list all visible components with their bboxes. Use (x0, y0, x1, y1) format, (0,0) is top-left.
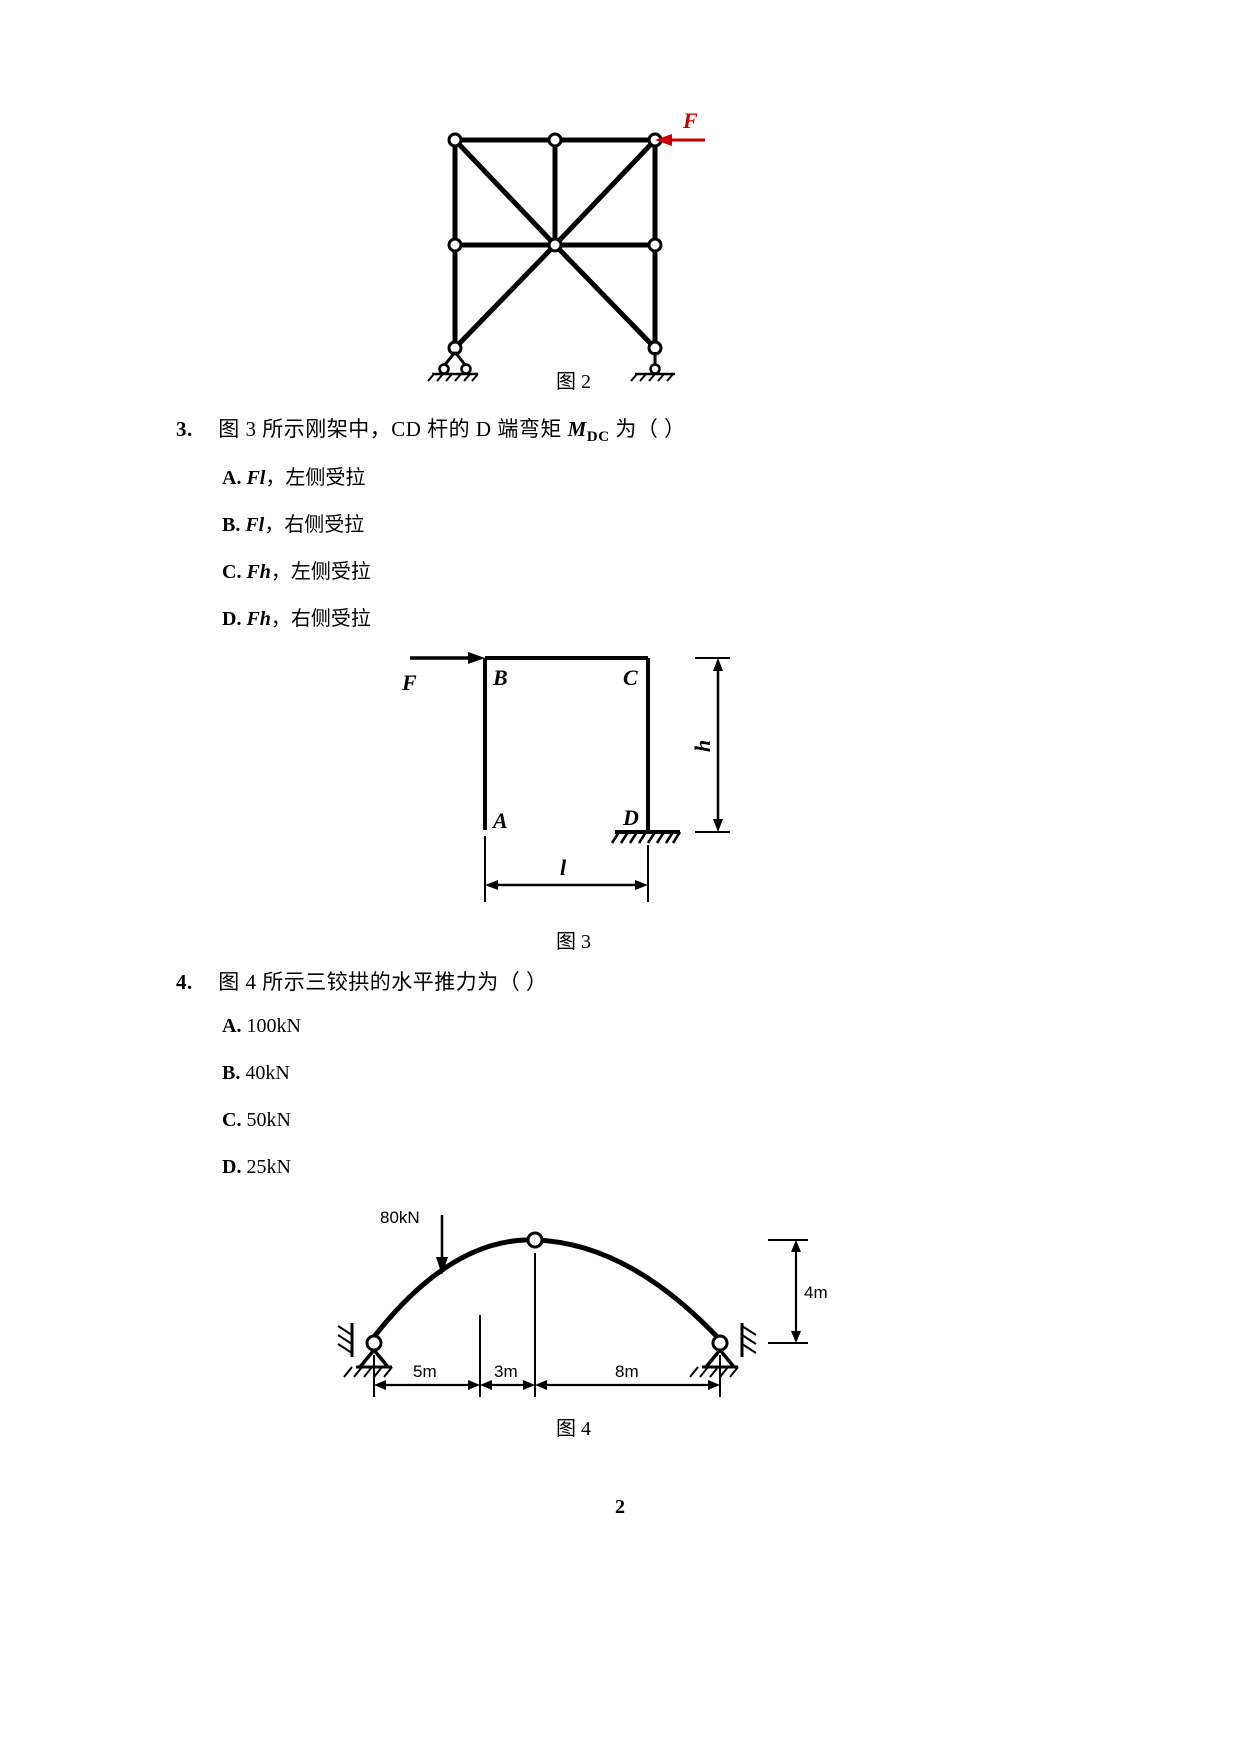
figure4-span-label-3: 8m (615, 1362, 639, 1381)
option-a-label: A. (222, 467, 242, 489)
figure3-force-arrow (410, 652, 485, 664)
option-b-formula: Fl (245, 514, 265, 536)
question-4-option-a[interactable]: A. 100kN (222, 1015, 301, 1038)
q4-option-a-label: A. (222, 1015, 242, 1037)
left-pin-support (337, 1323, 393, 1378)
question-3-text-part1: 图 3 所示刚架中，CD 杆的 D 端弯矩 (218, 417, 568, 441)
figure3-label-F: F (401, 670, 417, 695)
figure-3-caption: 图 3 (556, 931, 591, 953)
question-4-line: 4. 图 4 所示三铰拱的水平推力为（ ） (176, 966, 548, 996)
fixed-support-D (610, 830, 682, 844)
right-pin-support (689, 1323, 757, 1378)
question-3-text-part2: 为（ ） (609, 417, 686, 441)
question-4-option-d[interactable]: D. 25kN (222, 1156, 291, 1179)
ground-hatch-right (630, 373, 674, 382)
left-roller-support (427, 351, 479, 382)
dimension-h (695, 657, 730, 833)
figure4-rise-label: 4m (804, 1283, 828, 1302)
option-c-label: C. (222, 561, 242, 583)
arch-curve (368, 1237, 724, 1344)
question-3-line: 3. 图 3 所示刚架中，CD 杆的 D 端弯矩 MDC 为（ ） (176, 413, 686, 446)
q4-option-b-label: B. (222, 1062, 241, 1084)
figure-2-caption: 图 2 (556, 371, 591, 393)
page-number: 2 (615, 1496, 625, 1518)
option-c-text: ，左侧受拉 (270, 561, 371, 583)
option-d-label: D. (222, 608, 242, 630)
figure4-span-label-1: 5m (413, 1362, 437, 1381)
figure3-label-B: B (492, 665, 508, 690)
figure3-label-l: l (560, 855, 567, 880)
figure4-load-label: 80kN (380, 1208, 420, 1227)
q4-option-c-text: 50kN (246, 1109, 291, 1131)
question-3-option-b[interactable]: B. Fl，右侧受拉 (222, 508, 364, 537)
question-3-option-c[interactable]: C. Fh，左侧受拉 (222, 555, 371, 584)
figure-4-arch: 80kN (330, 1195, 850, 1405)
figure-4-caption: 图 4 (556, 1418, 591, 1440)
question-3-number: 3. (176, 417, 193, 441)
q4-option-c-label: C. (222, 1109, 242, 1131)
figure2-force-label: F (683, 108, 698, 133)
frame-members (483, 656, 650, 832)
q4-option-d-text: 25kN (246, 1156, 291, 1178)
question-3-symbol-sub: DC (586, 429, 610, 446)
figure3-label-h: h (690, 740, 715, 752)
truss-members (452, 137, 658, 350)
question-4-option-b[interactable]: B. 40kN (222, 1062, 290, 1085)
truss-joints (447, 132, 663, 356)
figure3-label-C: C (623, 665, 638, 690)
load-arrow-80kN (436, 1215, 448, 1275)
q4-option-d-label: D. (222, 1156, 242, 1178)
dimension-rise (768, 1239, 808, 1344)
question-3-symbol: M (567, 417, 587, 441)
option-d-text: ，右侧受拉 (270, 608, 371, 630)
right-roller-support (630, 352, 675, 382)
question-3-option-a[interactable]: A. Fl，左侧受拉 (222, 461, 365, 490)
dimension-l (484, 836, 649, 902)
option-b-text: ，右侧受拉 (264, 514, 365, 536)
question-4-number: 4. (176, 970, 193, 994)
force-arrow-F (655, 134, 705, 146)
figure-2-truss: F (400, 100, 740, 390)
option-a-text: ，左侧受拉 (265, 467, 366, 489)
option-d-formula: Fh (246, 608, 271, 630)
ground-hatch-left (427, 373, 479, 382)
span-dimension-lines (373, 1253, 721, 1397)
figure-3-frame: F B C A D h l (380, 640, 780, 910)
question-3-option-d[interactable]: D. Fh，右侧受拉 (222, 602, 371, 631)
question-4-text: 图 4 所示三铰拱的水平推力为（ ） (218, 970, 548, 994)
figure4-span-label-2: 3m (494, 1362, 518, 1381)
option-c-formula: Fh (246, 561, 271, 583)
question-4-option-c[interactable]: C. 50kN (222, 1109, 291, 1132)
figure3-label-D: D (622, 805, 639, 830)
option-b-label: B. (222, 514, 241, 536)
crown-hinge (526, 1231, 544, 1249)
q4-option-a-text: 100kN (246, 1015, 301, 1037)
figure3-label-A: A (491, 808, 508, 833)
q4-option-b-text: 40kN (245, 1062, 290, 1084)
option-a-formula: Fl (246, 467, 266, 489)
